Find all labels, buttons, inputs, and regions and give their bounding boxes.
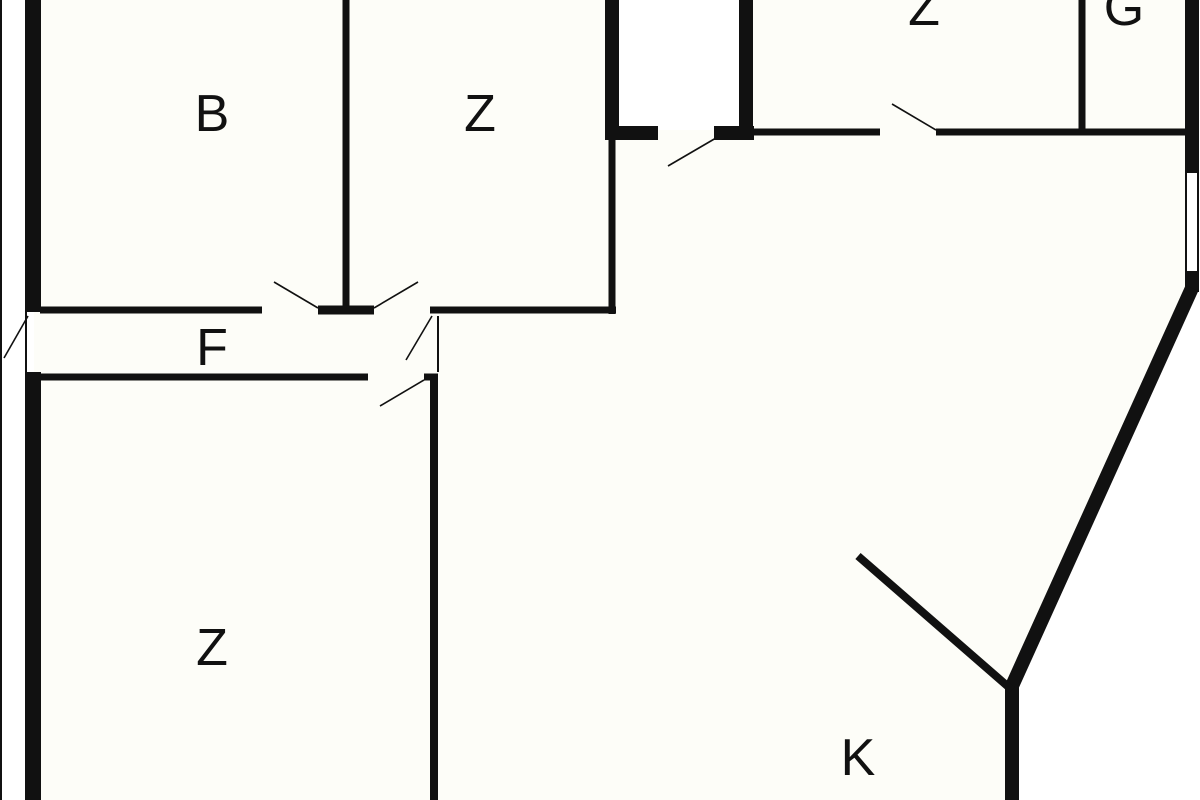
room-label-hallway: F — [196, 319, 228, 377]
room-label-top-middle: Z — [464, 85, 496, 143]
door-leaves — [3, 103, 937, 407]
shaft-void — [614, 0, 746, 130]
room-label-bottom-left: Z — [196, 619, 228, 677]
room-label-kitchen: K — [841, 729, 876, 787]
room-labels: B Z Z G F Z K — [195, 0, 1145, 787]
room-label-bathroom: B — [195, 85, 230, 143]
room-label-garage: G — [1104, 0, 1144, 37]
room-label-top-right: Z — [908, 0, 940, 37]
window-right — [1185, 171, 1199, 273]
